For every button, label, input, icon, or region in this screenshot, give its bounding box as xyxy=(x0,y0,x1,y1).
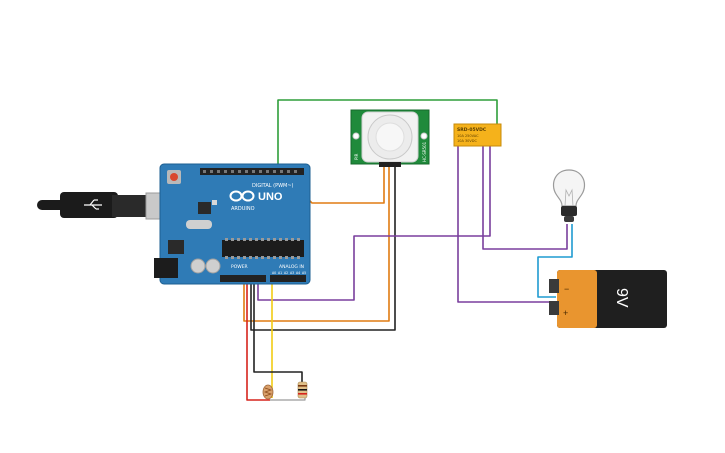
battery-label: 9V xyxy=(613,288,630,308)
photoresistor[interactable] xyxy=(262,384,274,400)
analog-pin-a3: A3 xyxy=(290,271,294,275)
analog-label: ANALOG IN xyxy=(279,264,304,270)
analog-pin-a4: A4 xyxy=(296,271,300,275)
arduino-model: UNO xyxy=(258,191,283,203)
analog-pin-a5: A5 xyxy=(302,271,306,275)
arduino-logo-icon xyxy=(229,190,255,202)
light-bulb[interactable] xyxy=(552,169,586,222)
analog-pin-a1: A1 xyxy=(278,271,282,275)
wire-black-pir[interactable] xyxy=(250,165,396,331)
usb-cable[interactable] xyxy=(37,192,173,220)
wire-black-resistor[interactable] xyxy=(253,278,303,384)
resistor[interactable] xyxy=(297,381,308,399)
wire-purple-d[interactable] xyxy=(457,146,556,303)
relay-line3: 10A 30VDC xyxy=(457,139,478,143)
wires xyxy=(243,99,573,401)
power-label: POWER xyxy=(231,264,248,270)
pir-sensor[interactable]: PIR HC-SR501 xyxy=(350,109,430,167)
power-header xyxy=(220,275,266,282)
arduino-uno[interactable]: DIGITAL (PWM~) ARDUINO UNO xyxy=(154,163,311,285)
battery-plus: + xyxy=(563,308,568,318)
analog-pin-a0: A0 xyxy=(272,271,276,275)
pir-side-left: PIR xyxy=(354,153,359,160)
wire-green[interactable] xyxy=(277,99,498,175)
battery-minus: − xyxy=(564,284,569,294)
battery-9v[interactable]: − + 9V xyxy=(549,270,667,328)
digital-label: DIGITAL (PWM~) xyxy=(252,183,294,189)
relay-line2: 10A 250VAC xyxy=(457,134,479,138)
wire-purple-b[interactable] xyxy=(482,146,568,250)
wire-orange-pir[interactable] xyxy=(299,165,385,204)
relay-model: SRD-05VDC xyxy=(457,127,487,133)
relay[interactable]: SRD-05VDC 10A 250VAC 10A 30VDC xyxy=(453,123,502,147)
usb-icon xyxy=(84,199,102,210)
analog-header xyxy=(270,275,306,282)
wire-orange-power[interactable] xyxy=(243,165,390,322)
wire-purple-c[interactable] xyxy=(468,146,491,237)
wire-cyan[interactable] xyxy=(537,224,573,298)
wire-purple-a[interactable] xyxy=(257,235,468,301)
pir-side-right: HC-SR501 xyxy=(422,141,427,162)
arduino-brand: ARDUINO xyxy=(231,206,255,212)
atmega-chip xyxy=(222,240,304,257)
wire-red[interactable] xyxy=(246,278,270,401)
analog-pin-a2: A2 xyxy=(284,271,288,275)
